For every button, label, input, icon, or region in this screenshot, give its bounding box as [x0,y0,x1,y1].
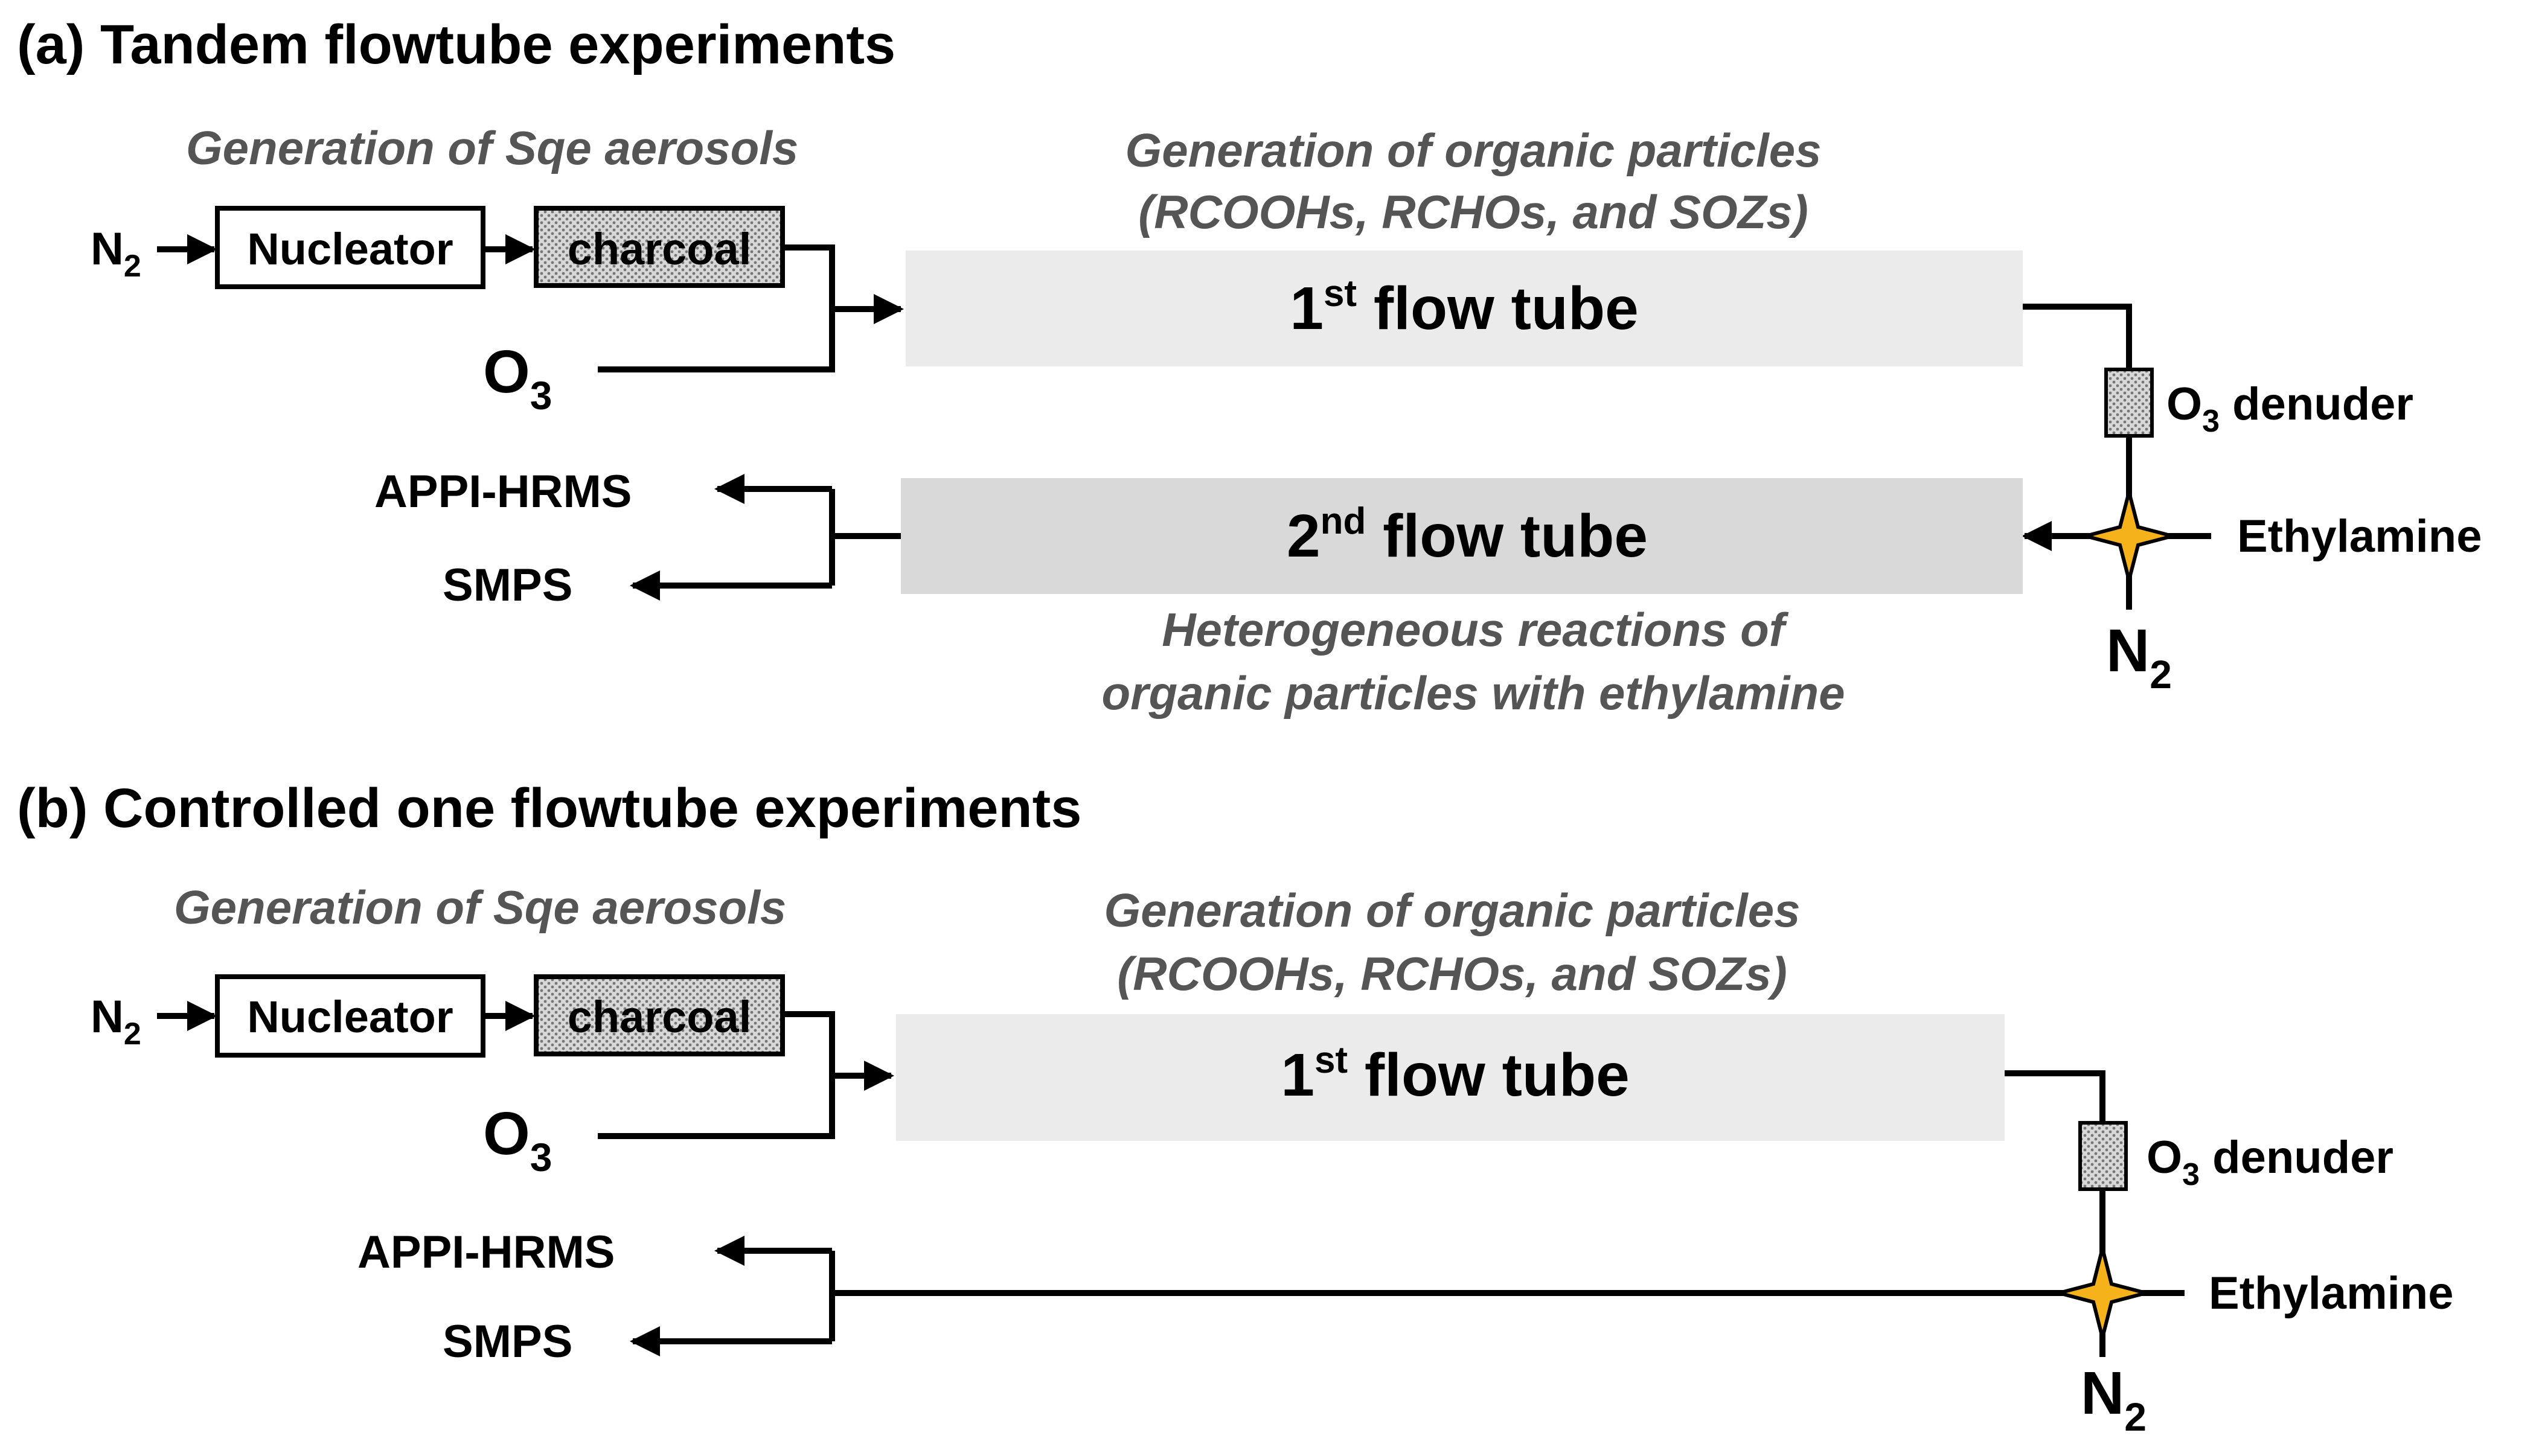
panel-a-o3-denuder-label: O3 denuder [2166,378,2413,439]
panel-a-n2-bottom-label: N2 [2106,617,2172,697]
panel-a-smps-label: SMPS [443,560,572,611]
panel-b-ethylamine-label: Ethylamine [2209,1268,2453,1319]
panel-b-smps-label: SMPS [443,1316,572,1367]
panel-a-o3-denuder [2104,368,2154,438]
panel-a-tube1-label: 1st flow tube [1290,273,1638,342]
panel-b-mixer-star [2052,1248,2153,1338]
panel-b-o3-denuder [2078,1121,2128,1191]
panel-b-n2-inlet-label: N2 [91,991,141,1052]
panel-a-nucleator-label: Nucleator [247,224,453,274]
panel-a-tube2-label: 2nd flow tube [1287,500,1648,570]
panel-a-hetero-caption-line2: organic particles with ethylamine [1101,666,1845,720]
panel-b-nucleator-label: Nucleator [247,992,453,1042]
panel-a-charcoal-label: charcoal [568,224,751,274]
panel-a-tube1 [906,251,2023,366]
panel-b-nucleator-box [215,974,485,1058]
panel-a-organic-caption-line2: (RCOOHs, RCHOs, and SOZs) [1138,185,1808,238]
panel-a-appi-label: APPI-HRMS [374,466,632,517]
panel-b: (b) Controlled one flowtube experiments … [17,777,2453,1439]
panel-a-tube1-outlet-line [2023,304,2132,610]
panel-b-tube1-outlet-line [2005,1070,2105,1357]
panel-a-sqe-caption: Generation of Sqe aerosols [186,121,798,174]
panel-a-organic-caption-line1: Generation of organic particles [1125,124,1822,177]
panel-a: (a) Tandem flowtube experiments Generati… [17,14,2482,720]
panel-a-n2-inlet-label: N2 [91,223,141,284]
panel-a-o3-inlet-label: O3 [483,338,552,418]
panel-b-tube1 [896,1014,2005,1141]
panel-a-hetero-caption-line1: Heterogeneous reactions of [1162,603,1789,656]
panel-b-organic-caption-line1: Generation of organic particles [1104,884,1801,937]
panel-b-tube1-label: 1st flow tube [1281,1039,1629,1109]
panel-b-o3-inlet-label: O3 [483,1100,552,1180]
panel-b-sqe-caption: Generation of Sqe aerosols [174,881,786,934]
panel-b-n2-bottom-label: N2 [2081,1359,2147,1439]
panel-b-organic-caption-line2: (RCOOHs, RCHOs, and SOZs) [1117,947,1787,1000]
panel-b-title: (b) Controlled one flowtube experiments [17,777,1081,839]
panel-a-ethylamine-label: Ethylamine [2237,511,2482,562]
panel-a-title: (a) Tandem flowtube experiments [17,14,895,75]
panel-a-tube2 [901,478,2023,594]
panel-b-appi-label: APPI-HRMS [357,1227,615,1278]
panel-b-o3-denuder-label: O3 denuder [2147,1132,2393,1192]
panel-b-charcoal-label: charcoal [568,992,751,1042]
panel-a-mixer-star [2078,485,2180,587]
